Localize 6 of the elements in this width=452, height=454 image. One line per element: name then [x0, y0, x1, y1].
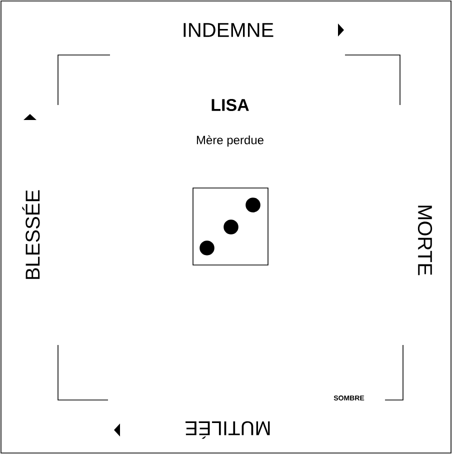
state-label: MUTILÉE [186, 421, 270, 439]
state-label: MORTE [418, 206, 432, 276]
state-label: BLESSÉE [22, 190, 40, 279]
state-label: INDEMNE [184, 23, 274, 37]
character-description: Mère perdue [196, 135, 264, 147]
character-name: LISA [212, 98, 249, 112]
